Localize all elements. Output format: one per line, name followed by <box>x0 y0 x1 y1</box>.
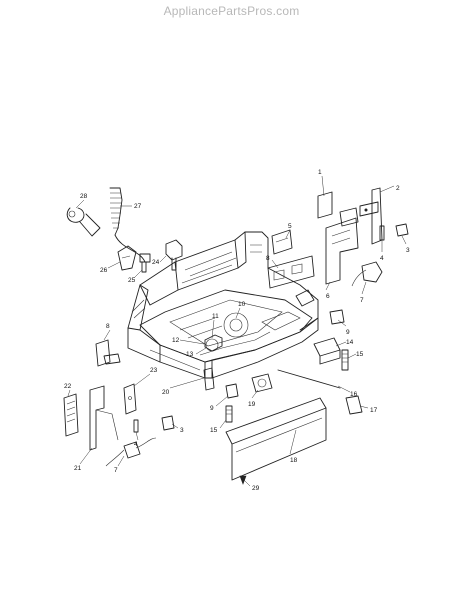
callout-11: 11 <box>212 313 219 320</box>
part-8-upper-support <box>267 255 315 289</box>
part-14-bracket <box>313 337 341 365</box>
part-3-switch <box>395 223 409 237</box>
callout-19: 19 <box>248 401 256 408</box>
part-20-front-frame <box>203 367 215 391</box>
callout-20: 20 <box>162 389 170 396</box>
part-1-bracket <box>317 191 333 219</box>
callout-15: 15 <box>356 351 364 358</box>
part-3-switch-lower <box>161 415 175 431</box>
callout-25: 25 <box>128 277 136 284</box>
part-15-screw-right <box>341 349 349 371</box>
callout-23: 23 <box>150 367 158 374</box>
callouts: 1 2 3 4 5 6 7 8 9 10 11 12 13 14 15 8 16… <box>64 169 410 492</box>
part-6-door-latch-bracket <box>325 207 359 285</box>
part-26-valve-bracket <box>117 245 137 271</box>
callout-6: 6 <box>326 293 330 300</box>
callout-14: 14 <box>346 339 354 346</box>
part-8-lower-bracket <box>95 339 121 367</box>
callout-1: 1 <box>318 169 322 176</box>
part-23-bracket <box>123 383 137 415</box>
callout-28: 28 <box>80 193 88 200</box>
part-9-clip-lower <box>225 383 239 399</box>
callout-4-lower: 4 <box>134 441 138 448</box>
part-22-panel <box>63 393 79 437</box>
part-5-bracket <box>271 229 293 255</box>
part-9-clip-right <box>329 309 345 325</box>
callout-15-lower: 15 <box>210 427 218 434</box>
part-16-rod <box>277 369 341 389</box>
part-18-toe-kick-panel <box>225 397 327 481</box>
callout-18: 18 <box>290 457 298 464</box>
callout-7: 7 <box>360 297 364 304</box>
part-4-screw <box>379 225 385 241</box>
callout-13: 13 <box>186 351 194 358</box>
watermark: AppliancePartsPros.com <box>163 4 300 18</box>
callout-8-left: 8 <box>106 323 110 330</box>
callout-5: 5 <box>288 223 292 230</box>
part-27-hose <box>109 187 151 263</box>
part-17-foot <box>345 395 363 415</box>
part-19-valve <box>251 373 273 393</box>
part-4-screw-left <box>133 419 139 433</box>
part-7-harness-left <box>105 437 157 467</box>
callout-22: 22 <box>64 383 72 390</box>
callout-17: 17 <box>370 407 378 414</box>
callout-10: 10 <box>238 301 246 308</box>
part-21-frame <box>89 385 119 451</box>
base-frame <box>127 231 319 379</box>
callout-16: 16 <box>350 391 358 398</box>
callout-26: 26 <box>100 267 108 274</box>
callout-3: 3 <box>406 247 410 254</box>
part-15-screw-lower <box>225 405 233 423</box>
callout-9: 9 <box>346 329 350 336</box>
callout-7-lower: 7 <box>114 467 118 474</box>
part-25-screw <box>141 261 147 273</box>
callout-3-lower: 3 <box>180 427 184 434</box>
callout-27: 27 <box>134 203 142 210</box>
leader-lines <box>67 175 407 487</box>
part-28-clamp <box>66 207 101 237</box>
callout-2: 2 <box>396 185 400 192</box>
callout-4: 4 <box>380 255 384 262</box>
part-29-screw <box>239 475 247 485</box>
callout-21: 21 <box>74 465 82 472</box>
callout-12: 12 <box>172 337 180 344</box>
callout-9-lower: 9 <box>210 405 214 412</box>
callout-29: 29 <box>252 485 260 492</box>
callout-8: 8 <box>266 255 270 262</box>
part-24-bracket <box>165 239 183 271</box>
part-2-switch-bracket <box>359 187 383 245</box>
callout-24: 24 <box>152 259 160 266</box>
part-7-switch-harness <box>351 261 383 287</box>
